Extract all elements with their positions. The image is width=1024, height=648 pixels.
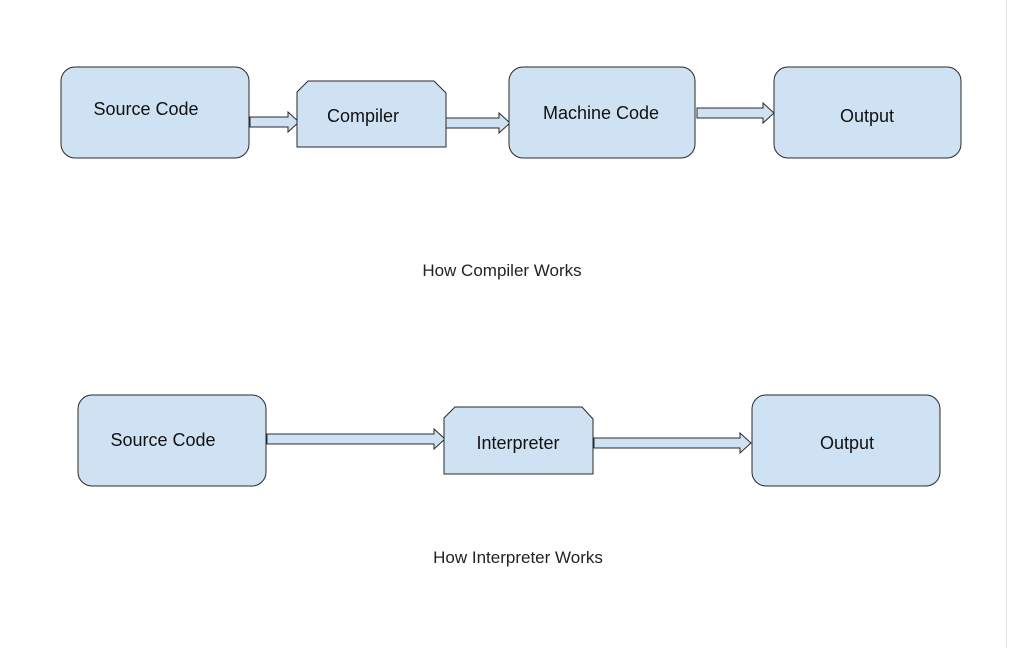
node-source-code-box	[60, 66, 250, 159]
node-source-code-label: Source Code	[93, 99, 198, 119]
node-source-code-2: Source Code	[77, 394, 267, 487]
node-compiler: Compiler	[296, 80, 447, 148]
node-interpreter-label: Interpreter	[476, 433, 559, 453]
node-output-compiler-label: Output	[840, 106, 894, 126]
node-interpreter-box	[443, 406, 594, 475]
node-output-interpreter-box	[751, 394, 941, 487]
arrow-machine-code-to-output	[696, 101, 775, 125]
compiler-diagram: Source Code Compiler Machine Code Output…	[60, 66, 962, 280]
node-machine-code: Machine Code	[508, 66, 696, 159]
node-compiler-box	[296, 80, 447, 148]
node-output-compiler-box	[773, 66, 962, 159]
arrow-interpreter-to-output	[593, 431, 752, 455]
arrow-compiler-to-machine-code	[445, 111, 511, 135]
node-source-code-2-label: Source Code	[110, 430, 215, 450]
page-right-border	[1006, 0, 1007, 648]
node-source-code-2-box	[77, 394, 267, 487]
node-interpreter: Interpreter	[443, 406, 594, 475]
node-output-interpreter-label: Output	[820, 433, 874, 453]
caption-compiler: How Compiler Works	[422, 261, 581, 280]
node-machine-code-box	[508, 66, 696, 159]
caption-interpreter: How Interpreter Works	[433, 548, 603, 567]
interpreter-diagram: Source Code Interpreter Output How Inter…	[77, 394, 941, 567]
node-compiler-label: Compiler	[327, 106, 399, 126]
node-source-code: Source Code	[60, 66, 250, 159]
arrow-source-to-interpreter	[266, 427, 446, 451]
node-output-interpreter: Output	[751, 394, 941, 487]
node-output-compiler: Output	[773, 66, 962, 159]
arrow-source-to-compiler	[249, 110, 300, 134]
node-machine-code-label: Machine Code	[543, 103, 659, 123]
